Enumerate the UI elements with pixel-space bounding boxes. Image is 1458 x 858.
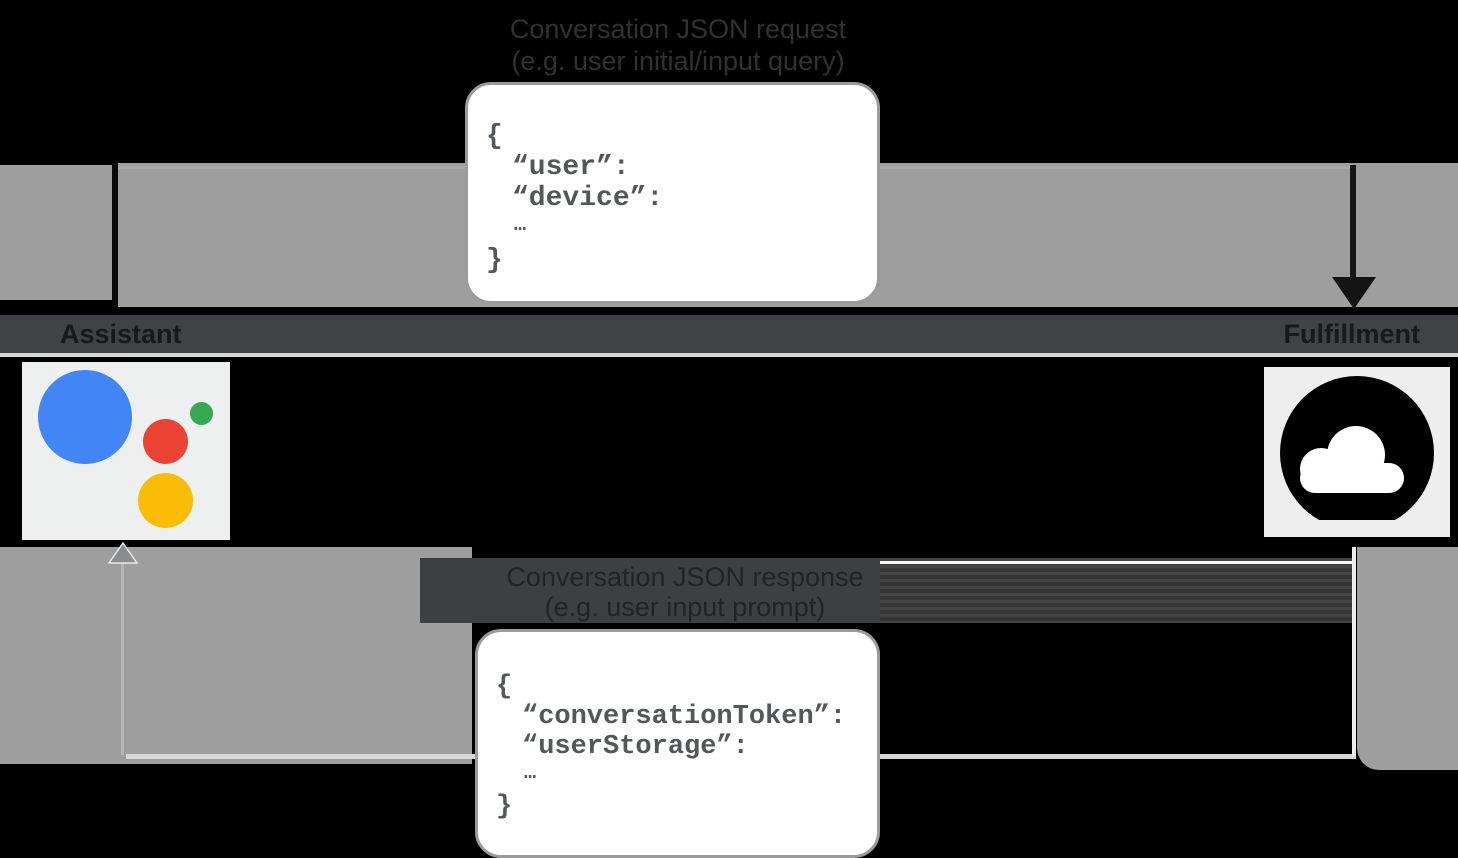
request-arrowhead-down-icon xyxy=(1332,277,1376,309)
request-arrow-stem-left xyxy=(112,163,118,307)
assistant-logo-yellow-circle xyxy=(138,473,193,528)
assistant-logo-green-dot xyxy=(190,402,213,425)
code-line: … xyxy=(514,214,527,237)
request-label-title: Conversation JSON request xyxy=(509,14,847,44)
response-label: Conversation JSON response (e.g. user in… xyxy=(425,562,945,622)
response-label-title: Conversation JSON response xyxy=(506,562,864,592)
response-arrowhead-up-icon xyxy=(108,542,138,564)
code-line: “userStorage”: xyxy=(522,732,749,762)
code-line: } xyxy=(496,792,513,822)
request-band-left xyxy=(0,165,113,300)
request-label-subtitle: (e.g. user initial/input query) xyxy=(511,46,845,76)
assistant-label: Assistant xyxy=(60,318,182,349)
google-cloud-icon xyxy=(1264,376,1450,537)
response-arrow-stem-right xyxy=(1352,547,1356,757)
response-arrow-stem-left xyxy=(121,563,124,755)
response-label-stripes xyxy=(880,558,1356,623)
fulfillment-label: Fulfillment xyxy=(1283,318,1421,349)
response-band-right-column xyxy=(1357,547,1458,770)
code-line: { xyxy=(486,121,503,152)
response-band-left xyxy=(0,547,472,764)
request-label: Conversation JSON request (e.g. user ini… xyxy=(400,14,956,76)
request-arrow-stem-right xyxy=(1350,165,1356,278)
code-line: “conversationToken”: xyxy=(522,702,847,732)
code-line: { xyxy=(496,672,513,702)
code-line: … xyxy=(524,762,537,785)
request-code-box: { “user”: “device”: … } xyxy=(465,82,880,304)
code-line: } xyxy=(486,245,503,276)
assistant-logo-red-circle xyxy=(143,419,188,464)
code-line: “device”: xyxy=(512,183,664,214)
actor-band-underline xyxy=(0,353,1458,357)
response-label-subtitle: (e.g. user input prompt) xyxy=(544,592,826,622)
assistant-logo-blue-circle xyxy=(38,370,132,464)
response-code-box: { “conversationToken”: “userStorage”: … … xyxy=(475,629,880,858)
assistant-tile xyxy=(22,362,230,540)
code-line: “user”: xyxy=(512,152,630,183)
fulfillment-tile xyxy=(1264,367,1450,537)
response-band-top-line xyxy=(880,561,1356,564)
actor-band: Assistant Fulfillment xyxy=(0,315,1458,353)
